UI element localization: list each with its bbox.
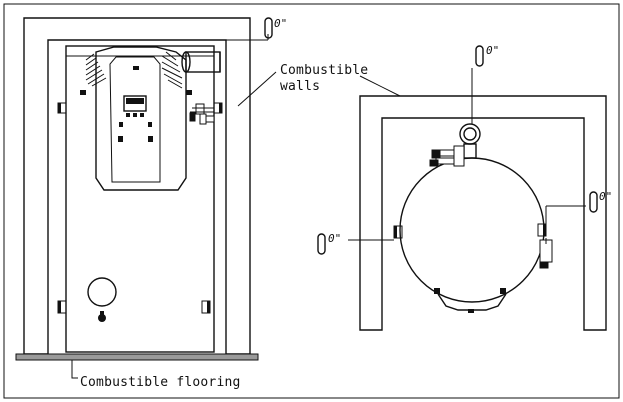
vessel-body <box>399 157 545 303</box>
relief-valve-top-view <box>539 238 553 269</box>
vent-pipe-inner <box>463 127 477 141</box>
screw-left <box>118 136 123 142</box>
walls-leader <box>237 71 277 107</box>
drawing-border <box>3 3 620 399</box>
inspection-port <box>87 277 117 307</box>
vent-connection <box>181 51 221 73</box>
side-stub-right-cap <box>543 224 546 236</box>
pipe-stub-left-lower-cap <box>58 301 61 313</box>
vent-louvers-right <box>161 51 183 89</box>
drain-stem <box>100 311 104 315</box>
screw-right <box>148 136 153 142</box>
clearance-symbol-left <box>317 233 326 255</box>
fitting-right-upper <box>186 90 192 95</box>
combustible-floor <box>15 353 259 361</box>
clearance-symbol-top <box>264 17 273 39</box>
indicator-left <box>119 122 123 127</box>
base-foot-left <box>434 288 440 294</box>
base-drain <box>468 309 474 313</box>
button-2 <box>133 113 137 117</box>
top-wall-enclosure <box>359 95 607 331</box>
walls-label-line1: Combustible <box>280 63 368 78</box>
display-readout <box>126 98 144 104</box>
clearance-label-left: 0" <box>328 232 341 245</box>
flooring-leader <box>71 360 78 379</box>
walls-label-line2: walls <box>280 79 320 94</box>
vent-pipe-neck <box>463 143 477 159</box>
base-foot-right <box>500 288 506 294</box>
relief-valve <box>189 103 215 125</box>
drain-fitting <box>98 314 106 322</box>
pipe-stub-right-upper-cap <box>219 103 222 113</box>
clearance-label-top-view: 0" <box>486 44 499 57</box>
control-module <box>95 46 187 191</box>
front-panel <box>109 56 161 183</box>
inlet-fittings <box>429 145 465 167</box>
top-rail <box>65 45 215 57</box>
side-stub-left-cap <box>394 226 397 238</box>
indicator-right <box>148 122 152 127</box>
vent-louvers-left <box>85 53 107 87</box>
fitting-left-upper <box>80 90 86 95</box>
button-1 <box>126 113 130 117</box>
logo-mark <box>133 66 139 70</box>
button-3 <box>140 113 144 117</box>
clearance-symbol-right <box>589 191 598 213</box>
clearance-symbol-top-view <box>475 45 484 67</box>
clearance-label-top: 0" <box>274 17 287 30</box>
display-screen <box>123 95 147 112</box>
flooring-label: Combustible flooring <box>80 375 241 390</box>
pipe-stub-right-lower-cap <box>207 301 210 313</box>
front-view: 0" Combustible walls Combustible floorin… <box>15 17 368 390</box>
top-view: 0" 0" 0" <box>317 44 612 331</box>
clearance-label-right: 0" <box>599 190 612 203</box>
vent-pipe-outer <box>459 123 481 145</box>
pipe-stub-left-upper-cap <box>58 103 61 113</box>
walls-leader-top-view <box>359 75 401 97</box>
